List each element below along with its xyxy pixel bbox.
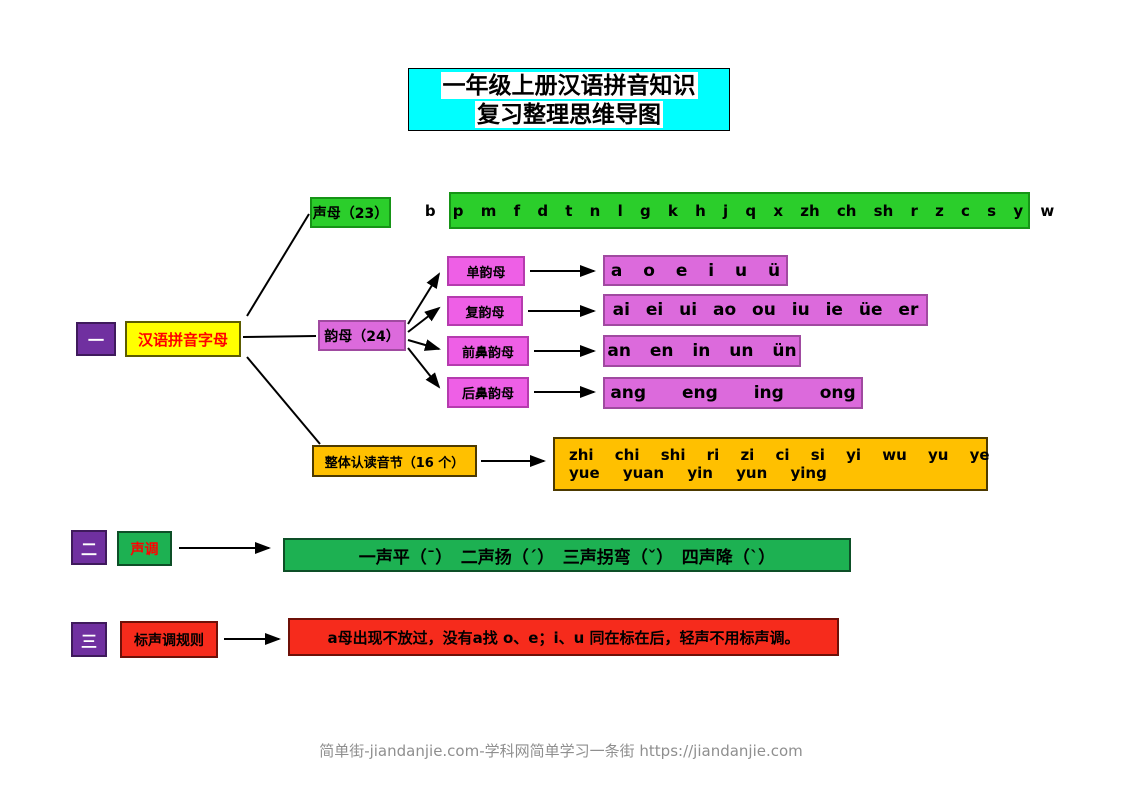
houbi-letters: ang eng ing ong: [610, 383, 856, 403]
page-title: 一年级上册汉语拼音知识 复习整理思维导图: [408, 68, 730, 131]
arrow-yunmu-qian: [407, 339, 441, 351]
yunmu-row-content-fu: ai ei ui ao ou iu ie üe er: [603, 294, 928, 326]
zhengti-syllables-box: zhi chi shi ri zi ci si yi wu yu ye yue …: [553, 437, 990, 491]
dan-label: 单韵母: [466, 265, 506, 281]
yunmu-node: 韵母（24）: [318, 320, 406, 351]
fu-label: 复韵母: [465, 305, 505, 321]
shengmu-letters-bar: b p m f d t n l g k h j q x zh ch sh r z…: [425, 192, 1054, 229]
root-node-pinyin-letters: 汉语拼音字母: [125, 321, 241, 357]
branch-line-zhengti: [246, 356, 321, 445]
arrow-yunmu-hou: [407, 347, 441, 389]
section3-index-badge: 三: [71, 622, 107, 657]
rule-description-bar: a母出现不放过，没有a找 o、e；i、u 同在标在后，轻声不用标声调。: [288, 618, 839, 656]
section1-index-label: 一: [87, 331, 104, 350]
section3-index-label: 三: [80, 631, 97, 651]
section2-index-badge: 二: [71, 530, 107, 565]
footer-watermark: 简单街-jiandanjie.com-学科网简单学习一条街 https://ji…: [0, 740, 1122, 761]
rule-node: 标声调规则: [120, 621, 218, 658]
branch-line-yunmu: [242, 335, 317, 338]
yunmu-row-content-dan: a o e i u ü: [603, 255, 788, 286]
fu-letters: ai ei ui ao ou iu ie üe er: [612, 300, 919, 320]
shengmu-label: 声母（23）: [312, 205, 389, 222]
section2-index-label: 二: [80, 539, 97, 559]
tone-description-bar: 一声平（ˉ） 二声扬（ˊ） 三声拐弯（ˇ） 四声降（ˋ）: [283, 538, 851, 572]
yunmu-row-label-houbi: 后鼻韵母: [447, 377, 529, 408]
qianbi-label: 前鼻韵母: [461, 345, 514, 361]
shengdiao-node: 声调: [117, 531, 172, 566]
section1-index-badge: 一: [76, 322, 116, 356]
yunmu-row-content-qianbi: an en in un ün: [603, 335, 801, 367]
houbi-label: 后鼻韵母: [461, 387, 514, 402]
qianbi-letters: an en in un ün: [607, 341, 797, 361]
branch-line-shengmu: [246, 213, 310, 317]
title-line-1: 一年级上册汉语拼音知识: [440, 72, 698, 99]
shengdiao-label: 声调: [130, 541, 159, 558]
title-line-2: 复习整理思维导图: [475, 101, 663, 128]
footer-text: 简单街-jiandanjie.com-学科网简单学习一条街 https://ji…: [319, 742, 803, 760]
zhengti-label: 整体认读音节（16 个）: [324, 455, 465, 471]
yunmu-row-label-dan: 单韵母: [447, 256, 525, 286]
shengmu-letters: b p m f d t n l g k h j q x zh ch sh r z…: [424, 201, 1055, 220]
yunmu-row-label-fu: 复韵母: [447, 296, 523, 326]
yunmu-label: 韵母（24）: [324, 328, 400, 345]
rule-label: 标声调规则: [134, 632, 204, 649]
dan-letters: a o e i u ü: [610, 260, 781, 281]
yunmu-row-content-houbi: ang eng ing ong: [603, 377, 863, 409]
tone-description: 一声平（ˉ） 二声扬（ˊ） 三声拐弯（ˇ） 四声降（ˋ）: [358, 547, 776, 568]
arrow-yunmu-dan: [407, 272, 441, 325]
arrow-yunmu-fu: [407, 306, 441, 333]
root-node-label: 汉语拼音字母: [137, 330, 228, 349]
zhengti-syllables-line2: yue yuan yin yun ying: [569, 464, 827, 482]
zhengti-node: 整体认读音节（16 个）: [312, 445, 477, 477]
rule-description: a母出现不放过，没有a找 o、e；i、u 同在标在后，轻声不用标声调。: [327, 628, 800, 647]
yunmu-row-label-qianbi: 前鼻韵母: [447, 336, 529, 366]
shengmu-node: 声母（23）: [310, 197, 391, 228]
zhengti-syllables-line1: zhi chi shi ri zi ci si yi wu yu ye: [569, 446, 990, 464]
